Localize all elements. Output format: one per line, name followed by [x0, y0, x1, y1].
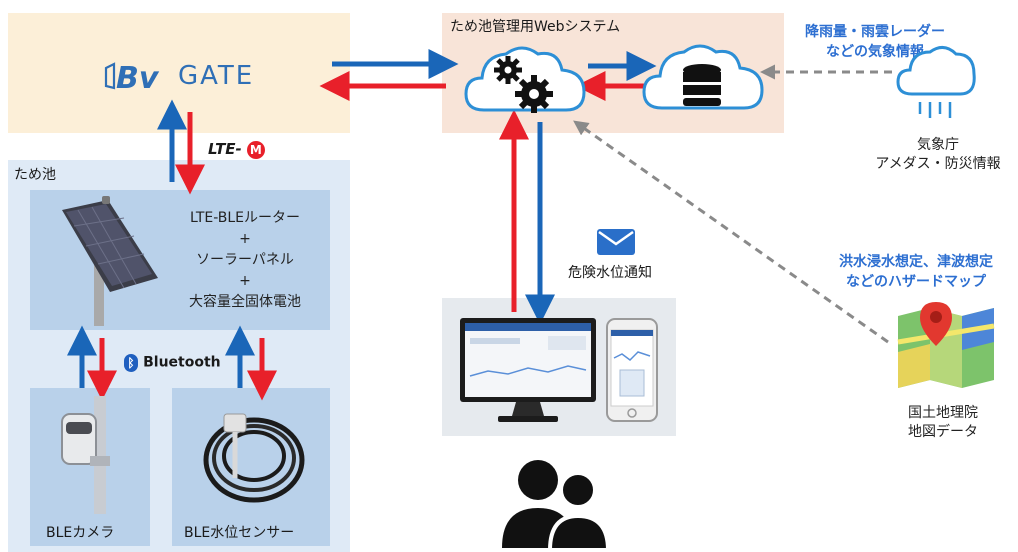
svg-text:Bv: Bv: [116, 61, 160, 96]
router-line-5: 大容量全固体電池: [189, 294, 301, 310]
rain-cloud-icon: [896, 46, 976, 118]
router-description: LTE-BLEルーター + ソーラーパネル + 大容量全固体電池: [160, 208, 330, 313]
weather-source-line-1: 気象庁: [917, 137, 959, 153]
weather-heading-line-1: 降雨量・雨雲レーダー: [805, 24, 945, 40]
weather-source: 気象庁 アメダス・防災情報: [854, 136, 1018, 174]
lte-m-icon: M: [246, 140, 265, 159]
bluetooth-text: Bluetooth: [143, 354, 221, 371]
hazard-source-line-1: 国土地理院: [908, 405, 978, 421]
pond-title: ため池: [14, 167, 56, 183]
gate-logo-text: GATE: [178, 61, 255, 91]
weather-source-line-2: アメダス・防災情報: [875, 156, 1001, 172]
camera-label: BLEカメラ: [46, 525, 115, 541]
hazard-source: 国土地理院 地図データ: [888, 404, 998, 442]
sensor-label: BLE水位センサー: [184, 525, 295, 541]
bv-gate-logo: Bv GATE: [100, 50, 280, 100]
monitor-icon: [460, 318, 596, 422]
smartphone-icon: [606, 318, 658, 422]
hazard-heading: 洪水浸水想定、津波想定 などのハザードマップ: [818, 252, 1014, 292]
hazard-heading-line-2: などのハザードマップ: [846, 274, 986, 290]
bluetooth-label: ᛒ Bluetooth: [124, 352, 221, 372]
bluetooth-icon: ᛒ: [124, 353, 138, 372]
database-cloud-icon: [642, 44, 764, 110]
app-server-cloud-icon: [464, 46, 586, 113]
lte-m-label: LTE- M: [208, 139, 265, 159]
weather-heading: 降雨量・雨雲レーダー などの気象情報: [782, 22, 968, 62]
ble-camera-icon: [61, 396, 110, 514]
users-icon: [502, 460, 610, 550]
solar-router-icon: [62, 196, 158, 326]
arrow-hazard-feed: [573, 120, 889, 344]
water-sensor-icon: [203, 413, 305, 503]
hazard-source-line-2: 地図データ: [908, 424, 978, 440]
router-line-3: ソーラーパネル: [196, 252, 294, 268]
router-line-2: +: [239, 231, 251, 247]
lte-label-text: LTE-: [208, 140, 242, 158]
alert-label: 危険水位通知: [568, 265, 652, 281]
mail-icon: [597, 229, 635, 255]
router-line-4: +: [239, 273, 251, 289]
router-line-1: LTE-BLEルーター: [189, 210, 301, 226]
weather-heading-line-2: などの気象情報: [826, 44, 924, 60]
hazard-heading-line-1: 洪水浸水想定、津波想定: [839, 254, 993, 270]
web-system-title: ため池管理用Webシステム: [450, 19, 621, 35]
hazard-map-icon: [897, 302, 995, 388]
